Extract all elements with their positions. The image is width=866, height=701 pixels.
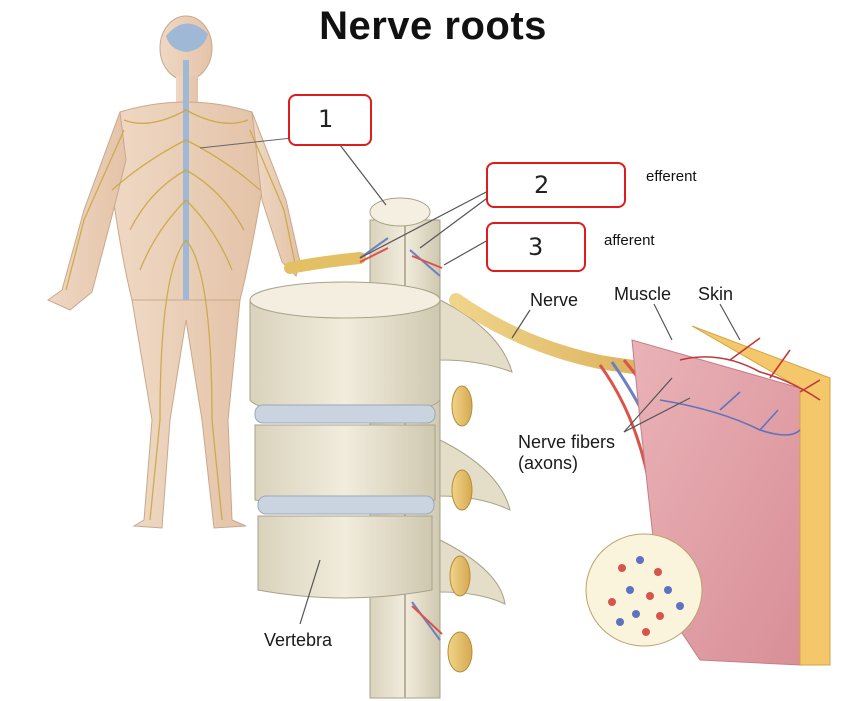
skin-label: Skin [698,284,734,304]
nerve-fibers-label: Nerve fibers (axons) [518,432,615,474]
muscle-label: Muscle [614,284,672,304]
leader-lines [299,144,741,625]
nerve-fibers-line1: Nerve fibers [518,432,616,452]
axon-cross-section-dots [608,556,684,636]
label-box-1[interactable]: 1 [288,94,372,146]
efferent-note: efferent [646,168,697,185]
page-title: Nerve roots [319,4,547,48]
label-box-3[interactable]: 3 [486,222,586,272]
label-box-2[interactable]: 2 [486,162,626,208]
nerve-fibers-line2: (axons) [518,453,579,473]
human-figure [47,15,301,529]
vertebral-column [249,197,513,699]
label-box-2-number: 2 [534,171,550,199]
afferent-note: afferent [604,232,655,249]
vertebra-label: Vertebra [264,630,333,650]
label-box-3-number: 3 [528,233,544,261]
tissue-block [585,325,831,666]
label-box-1-number: 1 [318,105,334,133]
nerve-label: Nerve [530,290,579,310]
